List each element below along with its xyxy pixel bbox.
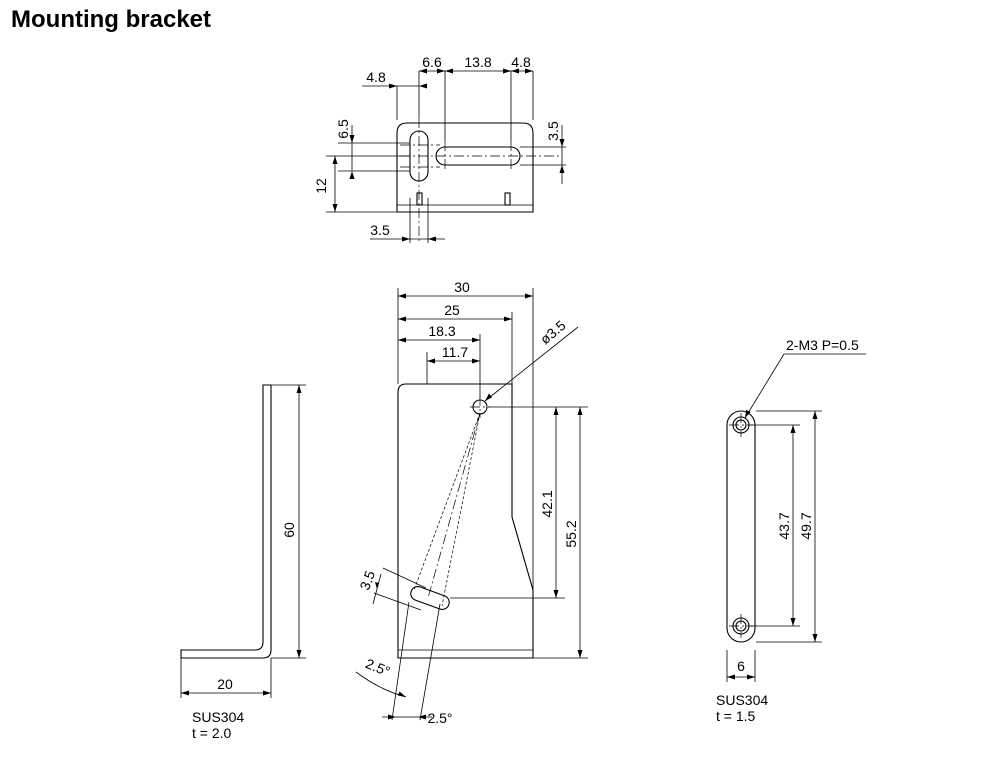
material-label: SUS304 <box>716 692 768 708</box>
dim-label: 2.5° <box>427 710 452 726</box>
callout-label: 2-M3 P=0.5 <box>786 337 859 353</box>
material-label: SUS304 <box>192 709 244 725</box>
dim-label: 55.2 <box>563 520 579 547</box>
plate-view: 2-M3 P=0.5 43.7 49.7 6 SUS304 t = 1.5 <box>716 337 866 724</box>
thickness-label: t = 1.5 <box>716 708 756 724</box>
angled-slot <box>410 586 450 610</box>
plate-outline <box>726 410 756 643</box>
dim-label: 20 <box>217 676 233 692</box>
dim-label: 6 <box>737 658 745 674</box>
dim-label: 43.7 <box>776 512 792 539</box>
side-view: 60 20 SUS304 t = 2.0 <box>180 384 306 741</box>
front-view-outline <box>397 383 534 659</box>
dim-label: 3.5 <box>356 568 378 592</box>
dim-label: 18.3 <box>428 323 455 339</box>
tab-left <box>416 192 423 206</box>
dim-label: 25 <box>444 302 460 318</box>
dim-label: 4.8 <box>511 54 531 70</box>
dim-label: 6.6 <box>422 54 442 70</box>
dim-label: 13.8 <box>464 54 491 70</box>
dim-label: ø3.5 <box>537 317 569 347</box>
tab-right <box>504 192 511 206</box>
front-view: 30 25 18.3 11.7 ø3.5 42.1 55.2 3.5 2.5° … <box>355 279 588 726</box>
dim-label: 60 <box>281 522 297 538</box>
dim-label: 42.1 <box>539 490 555 517</box>
page-title: Mounting bracket <box>11 6 212 33</box>
dim-label: 30 <box>454 279 470 295</box>
dim-label: 4.8 <box>366 69 386 85</box>
thickness-label: t = 2.0 <box>192 725 232 741</box>
dim-label: 12 <box>313 178 329 194</box>
dim-label: 2.5° <box>363 655 392 679</box>
top-view-outline <box>396 122 534 213</box>
dim-label: 49.7 <box>798 512 814 539</box>
dim-label: 6.5 <box>335 119 351 139</box>
dim-label: 3.5 <box>370 222 390 238</box>
dim-label: 3.5 <box>545 121 561 141</box>
dim-label: 11.7 <box>442 344 468 360</box>
top-view: 4.8 6.6 13.8 4.8 6.5 3.5 12 3.5 <box>313 54 566 244</box>
l-bracket-profile <box>180 384 272 659</box>
